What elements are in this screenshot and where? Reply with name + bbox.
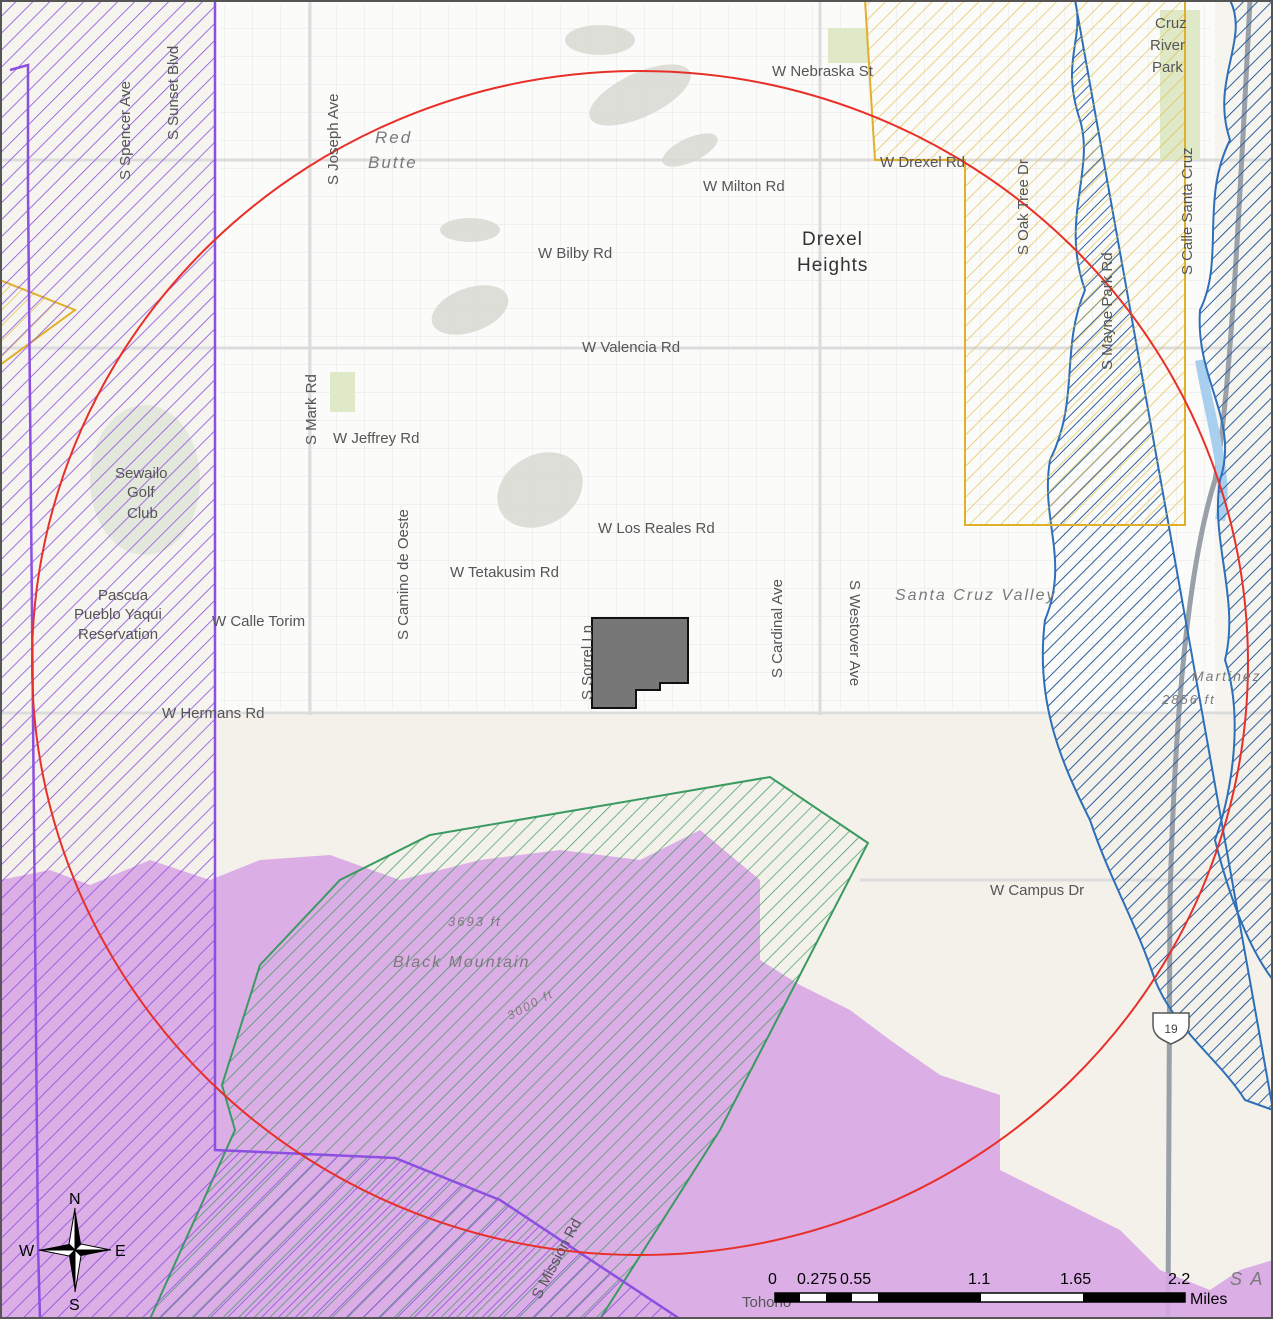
elevation-label-3693: 3693 ft — [448, 914, 502, 929]
interstate-shield-icon: 19 — [1152, 1012, 1190, 1045]
scale-bar: 0 0.275 0.55 1.1 1.65 2.2 Miles — [768, 1271, 1227, 1308]
street-label-mark: S Mark Rd — [303, 374, 320, 445]
street-label-cardinal: S Cardinal Ave — [769, 579, 786, 678]
place-label-pueblo: Pueblo Yaqui — [74, 606, 162, 623]
compass-w: W — [19, 1243, 35, 1260]
reservation-inner-line — [9, 63, 42, 1319]
street-label-campus: W Campus Dr — [990, 882, 1084, 899]
street-label-westover: S Westover Ave — [846, 580, 863, 686]
street-label-santa-cruz-ln: S Calle Santa Cruz — [1179, 147, 1196, 275]
place-label-sewailo: Sewailo — [115, 465, 168, 482]
place-label-golf: Golf — [127, 484, 155, 501]
place-label-santa-cruz-valley: Santa Cruz Valley — [895, 587, 1056, 604]
yellow-zone — [863, 0, 1186, 526]
elevation-label-2856: 2856 ft — [1161, 692, 1216, 707]
buffer-circle — [31, 70, 1249, 1256]
compass-rose-icon: N S E W — [19, 1191, 126, 1314]
street-label-milton: W Milton Rd — [703, 178, 785, 195]
street-label-tetakusim: W Tetakusim Rd — [450, 564, 559, 581]
place-label-cruz: Cruz — [1155, 15, 1187, 32]
place-label-black-mountain: Black Mountain — [393, 954, 530, 971]
scale-unit: Miles — [1190, 1291, 1227, 1308]
place-label-park: Park — [1152, 59, 1183, 76]
place-label-reservation: Reservation — [78, 626, 158, 643]
street-label-calle-torim: W Calle Torim — [212, 613, 305, 630]
scale-tick-4: 1.65 — [1060, 1271, 1091, 1288]
scale-tick-5: 2.2 — [1168, 1271, 1190, 1288]
interstate-shield-number: 19 — [1164, 1022, 1178, 1036]
street-label-valencia: W Valencia Rd — [582, 339, 680, 356]
place-labels: Drexel Heights Red Butte Sewailo Golf Cl… — [74, 15, 1264, 1311]
place-label-pascua: Pascua — [98, 587, 149, 604]
edge-label: S A — [1230, 1269, 1264, 1289]
place-label-butte: Butte — [368, 153, 418, 172]
street-label-jeffrey: W Jeffrey Rd — [333, 430, 419, 447]
place-label-club: Club — [127, 505, 158, 522]
street-label-sunset: S Sunset Blvd — [165, 46, 182, 140]
scale-tick-1: 0.275 — [797, 1271, 837, 1288]
compass-e: E — [115, 1243, 126, 1260]
street-label-hermans: W Hermans Rd — [162, 705, 265, 722]
street-label-nebraska: W Nebraska St — [772, 63, 874, 80]
street-label-drexel: W Drexel Rd — [880, 154, 965, 171]
place-label-river: River — [1150, 37, 1185, 54]
street-label-bilby: W Bilby Rd — [538, 245, 612, 262]
street-label-los-reales: W Los Reales Rd — [598, 520, 715, 537]
place-label-red: Red — [375, 128, 412, 147]
street-label-sorrel: S Sorrel Ln — [579, 625, 596, 700]
scale-tick-3: 1.1 — [968, 1271, 990, 1288]
site-parcel[interactable] — [591, 617, 689, 709]
street-label-spencer: S Spencer Ave — [117, 81, 134, 180]
street-label-mayne: S Mayne Park Rd — [1099, 252, 1116, 370]
place-label-heights: Heights — [797, 255, 868, 276]
place-label-martinez: Martinez — [1192, 668, 1262, 684]
compass-n: N — [69, 1191, 81, 1208]
scale-tick-2: 0.55 — [840, 1271, 871, 1288]
street-label-camino-oeste: S Camino de Oeste — [395, 509, 412, 640]
compass-s: S — [69, 1297, 80, 1314]
scale-tick-0: 0 — [768, 1271, 777, 1288]
street-label-oak-tree: S Oak Tree Dr — [1015, 159, 1032, 255]
terrain-shading — [431, 25, 718, 528]
reservation-zone — [0, 0, 683, 1319]
place-label-drexel: Drexel — [802, 229, 863, 250]
street-label-joseph: S Joseph Ave — [325, 94, 342, 185]
